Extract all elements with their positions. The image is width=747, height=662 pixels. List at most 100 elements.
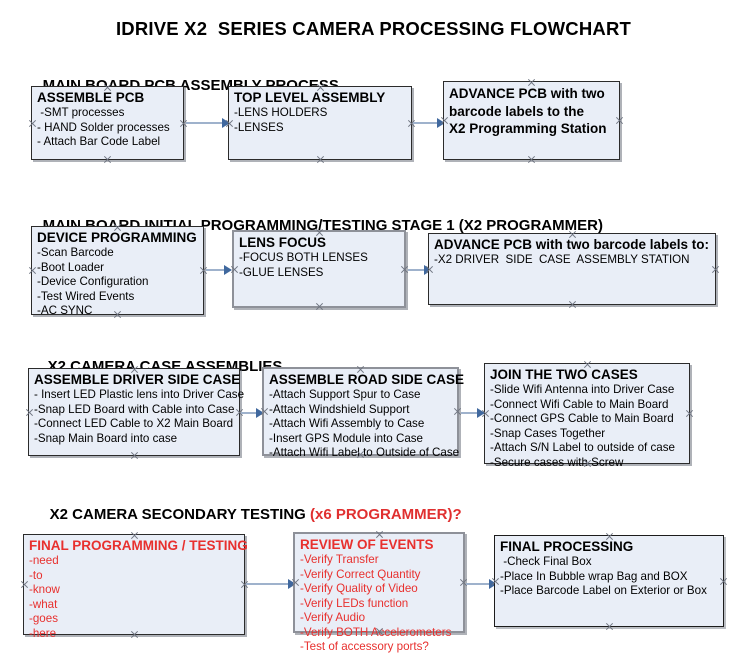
node-line: -Place Barcode Label on Exterior or Box bbox=[500, 584, 707, 597]
node-line: -Connect GPS Cable to Main Board bbox=[490, 412, 674, 425]
resize-handle-bottom[interactable] bbox=[103, 155, 112, 164]
node-line: -FOCUS BOTH LENSES bbox=[239, 251, 368, 264]
node-body: ASSEMBLE ROAD SIDE CASE -Attach Support … bbox=[264, 369, 465, 461]
node-line: -Attach Windshield Support bbox=[269, 402, 410, 416]
node-title: FINAL PROCESSING bbox=[500, 539, 634, 554]
node-line: -Attach Wifi Assembly to Case bbox=[269, 417, 425, 430]
connector-lens-focus-to-advance-pcb-driver-side[interactable] bbox=[408, 269, 430, 271]
node-title: LENS FOCUS bbox=[239, 235, 327, 250]
node-top-level-assembly[interactable]: TOP LEVEL ASSEMBLY -LENS HOLDERS -LENSES bbox=[228, 86, 412, 160]
node-body: FINAL PROGRAMMING / TESTING -need -to -k… bbox=[24, 535, 248, 641]
node-title: FINAL PROGRAMMING / TESTING bbox=[29, 538, 248, 553]
node-final-programming-testing[interactable]: FINAL PROGRAMMING / TESTING -need -to -k… bbox=[23, 534, 248, 640]
node-title: ADVANCE PCB with two barcode labels to t… bbox=[449, 86, 607, 136]
node-line: - Insert LED Plastic lens into Driver Ca… bbox=[34, 388, 245, 401]
node-title: ASSEMBLE DRIVER SIDE CASE bbox=[34, 372, 241, 387]
resize-handle-bottom[interactable] bbox=[316, 155, 325, 164]
node-line: -goes bbox=[29, 612, 59, 625]
resize-handle-bottom[interactable] bbox=[605, 622, 614, 631]
node-join-the-two-cases[interactable]: JOIN THE TWO CASES -Slide Wifi Antenna i… bbox=[484, 363, 690, 469]
arrowhead-icon bbox=[288, 579, 296, 589]
node-body: LENS FOCUS -FOCUS BOTH LENSES -GLUE LENS… bbox=[234, 232, 404, 280]
node-body: ADVANCE PCB with two barcode labels to: … bbox=[429, 234, 715, 268]
section-heading-text: X2 CAMERA SECONDARY TESTING bbox=[49, 506, 310, 523]
arrowhead-icon bbox=[489, 579, 497, 589]
arrowhead-icon bbox=[437, 118, 445, 128]
node-line: -SMT processes bbox=[37, 106, 125, 119]
node-title: JOIN THE TWO CASES bbox=[490, 367, 638, 382]
node-title: ASSEMBLE PCB bbox=[37, 90, 145, 105]
connector-driver-side-to-road-side[interactable] bbox=[241, 412, 263, 414]
section-heading-accent: (x6 PROGRAMMER)? bbox=[309, 506, 462, 523]
node-line: -Verify Audio bbox=[300, 611, 366, 624]
node-review-of-events[interactable]: REVIEW OF EVENTS -Verify Transfer -Verif… bbox=[293, 532, 465, 653]
node-title: ASSEMBLE ROAD SIDE CASE bbox=[269, 372, 465, 387]
node-line: -Verify Transfer bbox=[300, 553, 379, 566]
node-line: -Place In Bubble wrap Bag and BOX bbox=[500, 569, 688, 583]
node-line: -Slide Wifi Antenna into Driver Case bbox=[490, 383, 675, 396]
node-line: -Attach Support Spur to Case bbox=[269, 388, 421, 401]
node-body: JOIN THE TWO CASES -Slide Wifi Antenna i… bbox=[485, 364, 689, 470]
connector-device-programming-to-lens-focus[interactable] bbox=[206, 269, 228, 271]
node-device-programming[interactable]: DEVICE PROGRAMMING -Scan Barcode -Boot L… bbox=[31, 226, 204, 317]
connector-road-side-to-join-cases[interactable] bbox=[461, 412, 484, 414]
node-line-overflow: -Test of accessory ports? bbox=[300, 640, 429, 653]
node-line: - HAND Solder processes bbox=[37, 120, 170, 134]
node-line: -Connect LED Cable to X2 Main Board bbox=[34, 417, 234, 430]
node-line: -Verify BOTH Accelerometers bbox=[300, 625, 452, 639]
resize-handle-bottom[interactable] bbox=[568, 300, 577, 309]
node-line: -Connect Wifi Cable to Main Board bbox=[490, 397, 669, 411]
node-title: DEVICE PROGRAMMING bbox=[37, 230, 197, 245]
connector-final-programming-to-review-of-events[interactable] bbox=[246, 583, 293, 585]
node-line: -Test Wired Events bbox=[37, 289, 135, 303]
arrowhead-icon bbox=[256, 408, 264, 418]
node-line: -Snap Cases Together bbox=[490, 426, 606, 440]
node-body: ASSEMBLE DRIVER SIDE CASE - Insert LED P… bbox=[29, 369, 245, 446]
node-line: -Attach Wifi Label to Outside of Case bbox=[269, 446, 460, 459]
page-title: IDRIVE X2 SERIES CAMERA PROCESSING FLOWC… bbox=[115, 18, 632, 39]
resize-handle-bottom[interactable] bbox=[315, 302, 324, 311]
node-final-processing[interactable]: FINAL PROCESSING -Check Final Box -Place… bbox=[494, 535, 724, 627]
node-line: -Verify LEDs function bbox=[300, 596, 409, 610]
node-line: -AC SYNC bbox=[37, 304, 93, 317]
node-line: -Snap LED Board with Cable into Case bbox=[34, 402, 235, 416]
node-assemble-road-side-case[interactable]: ASSEMBLE ROAD SIDE CASE -Attach Support … bbox=[262, 367, 464, 459]
node-title: ADVANCE PCB with two barcode labels to: bbox=[434, 237, 710, 252]
node-title: TOP LEVEL ASSEMBLY bbox=[234, 90, 386, 105]
node-advance-pcb-to-driver-side-case[interactable]: ADVANCE PCB with two barcode labels to: … bbox=[428, 233, 716, 305]
node-line: -Check Final Box bbox=[500, 555, 592, 568]
node-body: ADVANCE PCB with two barcode labels to t… bbox=[444, 82, 619, 138]
node-line: -Insert GPS Module into Case bbox=[269, 431, 424, 445]
node-line: -Boot Loader bbox=[37, 260, 105, 274]
resize-handle-bottom[interactable] bbox=[527, 155, 536, 164]
node-line: -know bbox=[29, 583, 60, 596]
resize-handle-bottom[interactable] bbox=[130, 451, 139, 460]
node-lens-focus[interactable]: LENS FOCUS -FOCUS BOTH LENSES -GLUE LENS… bbox=[232, 230, 406, 308]
connector-review-of-events-to-final-processing[interactable] bbox=[466, 583, 494, 585]
node-line: -Snap Main Board into case bbox=[34, 431, 178, 445]
section-heading-x2-camera-secondary-testing: X2 CAMERA SECONDARY TESTING (x6 PROGRAMM… bbox=[33, 489, 462, 540]
node-assemble-driver-side-case[interactable]: ASSEMBLE DRIVER SIDE CASE - Insert LED P… bbox=[28, 368, 245, 456]
node-line: -X2 DRIVER SIDE CASE ASSEMBLY STATION bbox=[434, 253, 690, 266]
node-line: -Device Configuration bbox=[37, 275, 149, 288]
node-line: -Verify Quality of Video bbox=[300, 582, 418, 595]
node-line: -what bbox=[29, 597, 58, 611]
node-line: -Verify Correct Quantity bbox=[300, 567, 421, 581]
node-advance-pcb-to-programming-station[interactable]: ADVANCE PCB with two barcode labels to t… bbox=[443, 81, 620, 160]
arrowhead-icon bbox=[477, 408, 485, 418]
node-body: DEVICE PROGRAMMING -Scan Barcode -Boot L… bbox=[32, 227, 203, 319]
node-line: -Secure cases with Screw bbox=[490, 455, 624, 469]
node-assemble-pcb[interactable]: ASSEMBLE PCB -SMT processes - HAND Solde… bbox=[31, 86, 184, 160]
node-line: -Scan Barcode bbox=[37, 246, 114, 259]
node-body: REVIEW OF EVENTS -Verify Transfer -Verif… bbox=[295, 534, 463, 655]
arrowhead-icon bbox=[224, 265, 232, 275]
node-line: -here bbox=[29, 626, 57, 640]
node-body: ASSEMBLE PCB -SMT processes - HAND Solde… bbox=[32, 87, 183, 150]
node-line: -LENSES bbox=[234, 120, 284, 134]
node-line: -Attach S/N Label to outside of case bbox=[490, 441, 675, 454]
connector-top-level-assembly-to-advance-pcb[interactable] bbox=[413, 122, 441, 124]
connector-assemble-pcb-to-top-level-assembly[interactable] bbox=[186, 122, 226, 124]
node-body: FINAL PROCESSING -Check Final Box -Place… bbox=[495, 536, 723, 599]
node-line: -LENS HOLDERS bbox=[234, 106, 328, 119]
